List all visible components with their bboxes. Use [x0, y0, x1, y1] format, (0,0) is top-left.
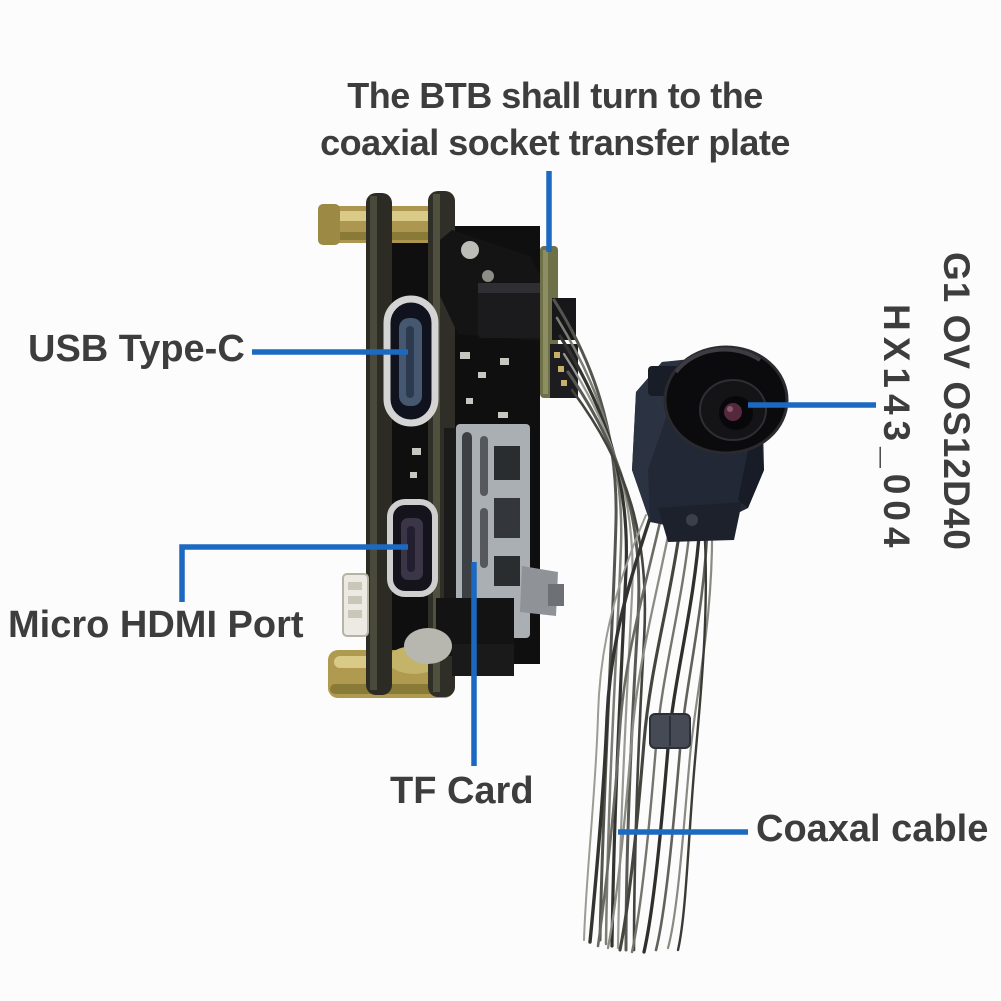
annotation-usb-type-c: USB Type-C	[28, 328, 245, 370]
jst-connector	[342, 573, 369, 637]
btb-connector	[478, 283, 552, 338]
camera-module	[632, 345, 789, 542]
annotation-micro-hdmi: Micro HDMI Port	[8, 604, 304, 646]
usb-type-c-port	[383, 295, 439, 427]
annotation-btb: The BTB shall turn to the coaxial socket…	[230, 72, 880, 166]
annotation-tf-card: TF Card	[390, 770, 534, 812]
coaxial-wire-bundle	[552, 298, 714, 954]
wire-clip	[649, 713, 691, 749]
camera-lens	[663, 345, 789, 455]
annotation-sensor-model-line1: G1 OV OS12D40	[935, 252, 977, 551]
leader-line-hdmi	[179, 544, 408, 602]
annotation-btb-line2: coaxial socket transfer plate	[320, 122, 790, 163]
pcb-board	[318, 191, 578, 698]
annotation-coaxal-cable: Coaxal cable	[756, 808, 989, 850]
annotation-btb-line1: The BTB shall turn to the	[347, 75, 763, 116]
annotation-sensor-model-line2: HX143_004	[875, 304, 917, 554]
